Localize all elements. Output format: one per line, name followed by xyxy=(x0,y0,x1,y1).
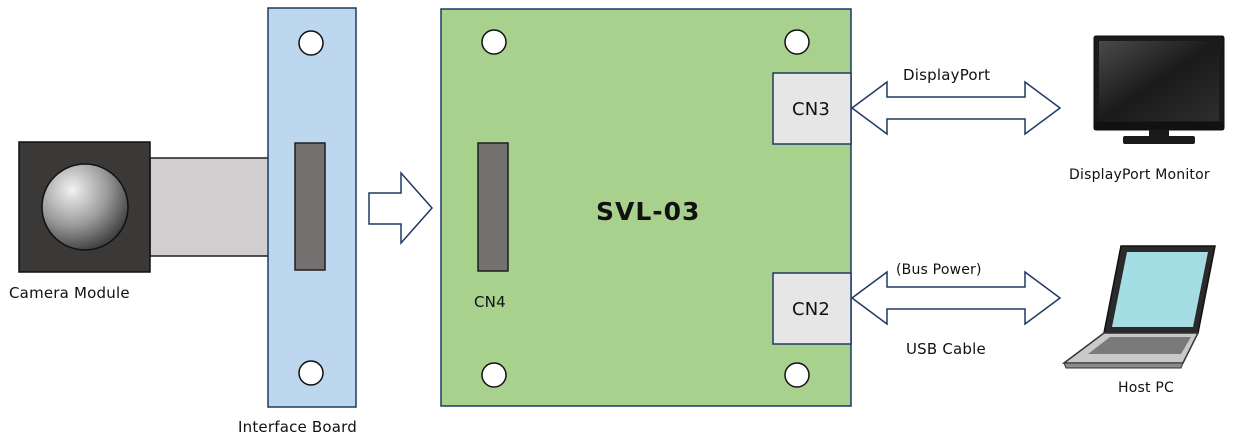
bus-power-label: (Bus Power) xyxy=(896,262,982,278)
cn4-label: CN4 xyxy=(474,293,506,311)
cn3-label: CN3 xyxy=(792,99,831,120)
cn2-label: CN2 xyxy=(792,299,831,320)
mount-hole-ib-bottom xyxy=(298,360,324,386)
monitor-icon xyxy=(1093,35,1225,144)
mount-hole-tr xyxy=(784,29,810,55)
interface-board-label: Interface Board xyxy=(238,418,358,436)
camera-module-label: Camera Module xyxy=(9,284,130,302)
svl03-board xyxy=(440,8,852,407)
laptop-screen xyxy=(1112,252,1208,327)
cn2-connector xyxy=(772,272,852,345)
usb-double-arrow xyxy=(850,270,1062,326)
interface-connector xyxy=(294,142,326,271)
connect-arrow xyxy=(368,171,434,245)
mount-hole-br xyxy=(784,362,810,388)
cn3-connector xyxy=(772,72,852,145)
displayport-label: DisplayPort xyxy=(903,66,991,84)
displayport-double-arrow xyxy=(850,80,1062,136)
laptop-icon xyxy=(1061,245,1216,369)
mount-hole-tl xyxy=(481,29,507,55)
interface-board xyxy=(267,7,357,408)
monitor-bezel-bottom xyxy=(1094,122,1224,130)
monitor-neck xyxy=(1149,130,1169,136)
cn4-connector xyxy=(477,142,509,272)
mount-hole-bl xyxy=(481,362,507,388)
camera-lens xyxy=(41,163,129,251)
laptop-keyboard xyxy=(1088,337,1191,354)
svl03-title: SVL-03 xyxy=(596,197,701,226)
host-pc-label: Host PC xyxy=(1118,380,1174,396)
monitor-label: DisplayPort Monitor xyxy=(1069,167,1210,183)
laptop-front-edge xyxy=(1063,362,1184,369)
monitor-stand xyxy=(1123,136,1195,144)
mount-hole-ib-top xyxy=(298,30,324,56)
camera-module xyxy=(18,141,298,273)
monitor-screen xyxy=(1099,41,1219,121)
usb-cable-label: USB Cable xyxy=(906,340,986,358)
